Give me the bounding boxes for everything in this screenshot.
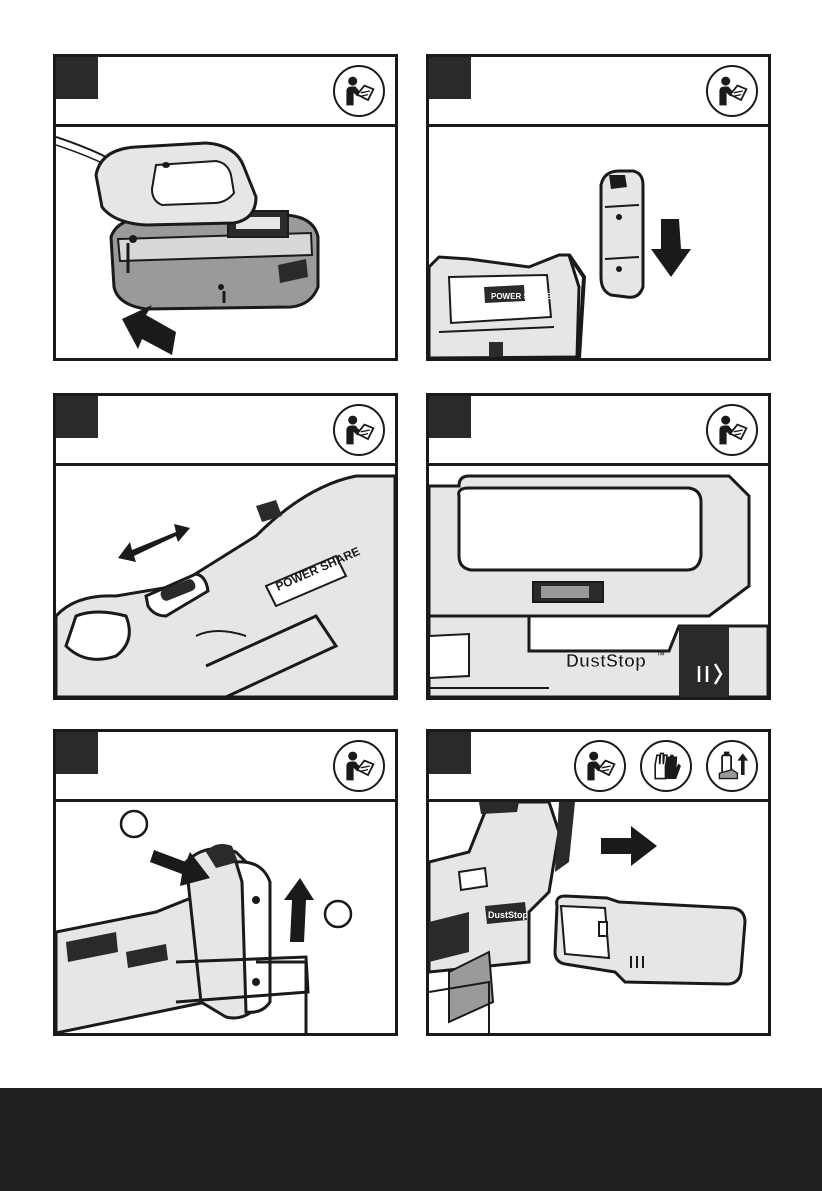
step-panel-5 [53, 729, 398, 1036]
step-number [56, 732, 98, 774]
remove-battery-icon [706, 740, 758, 792]
read-manual-icon [706, 404, 758, 456]
read-manual-icon [333, 65, 385, 117]
battery-insertion-illustration: POWER SHARE [429, 127, 768, 358]
step-panel-4: DustStop ™ [426, 393, 771, 700]
callout-circle-a [121, 811, 147, 837]
read-manual-icon [333, 740, 385, 792]
callout-circle-b [325, 901, 351, 927]
panel-icons [706, 65, 758, 117]
dust-box-removal-illustration: DustStop [429, 802, 768, 1033]
step-number [429, 396, 471, 438]
trademark-mark: ™ [656, 650, 665, 660]
brand-badge-text: POWER SHARE [491, 292, 552, 301]
duststop-label: DustStop [566, 651, 646, 671]
panel-header [429, 732, 768, 802]
panel-icons [706, 404, 758, 456]
duststop-housing-illustration: DustStop ™ [429, 466, 768, 697]
battery-charger-illustration [56, 127, 395, 358]
panel-header [429, 57, 768, 127]
dust-box-release-drawing [56, 802, 395, 1033]
read-manual-icon [333, 404, 385, 456]
duststop-drawing: DustStop ™ [429, 466, 768, 697]
sander-battery-drawing: POWER SHARE [429, 127, 768, 358]
panel-header [429, 396, 768, 466]
step-number [429, 732, 471, 774]
panel-icons [333, 404, 385, 456]
duststop-small-label: DustStop [488, 910, 528, 920]
read-manual-icon [574, 740, 626, 792]
step-number [56, 396, 98, 438]
read-manual-icon [706, 65, 758, 117]
panel-icons [574, 740, 758, 792]
panel-header [56, 732, 395, 802]
dust-box-removal-drawing: DustStop [429, 802, 768, 1033]
dust-box-release-illustration [56, 802, 395, 1033]
step-number [429, 57, 471, 99]
panel-header [56, 396, 395, 466]
panel-icons [333, 65, 385, 117]
sander-handle-drawing: POWER SHARE [56, 466, 395, 697]
step-number [56, 57, 98, 99]
charger-drawing [56, 127, 395, 358]
panel-icons [333, 740, 385, 792]
step-panel-1 [53, 54, 398, 361]
step-panel-2: POWER SHARE [426, 54, 771, 361]
step-panel-6: DustStop [426, 729, 771, 1036]
gloves-icon [640, 740, 692, 792]
panel-header [56, 57, 395, 127]
speed-control-illustration: POWER SHARE [56, 466, 395, 697]
page-footer-band [0, 1088, 822, 1191]
step-panel-3: POWER SHARE [53, 393, 398, 700]
